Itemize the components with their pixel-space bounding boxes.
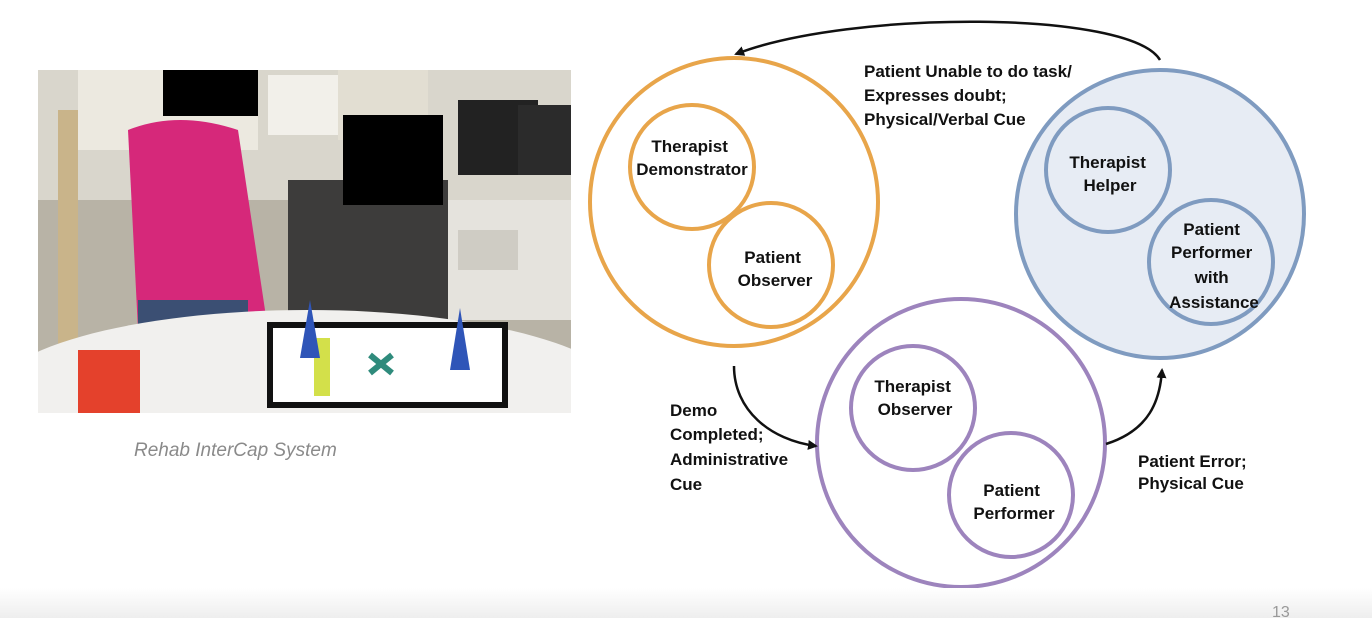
- patient-observer-label-2: Observer: [738, 271, 813, 290]
- transition-label-error-1: Patient Error;: [1138, 452, 1247, 471]
- patient-performer-assistance-label-4: Assistance: [1169, 293, 1259, 312]
- svg-text:Demo Completed; Admini: Demo Completed; Administrative Cue: [670, 401, 793, 494]
- transition-label-unable-1: Patient Unable to do task/: [864, 62, 1072, 81]
- therapist-helper-label-2: Helper: [1084, 176, 1137, 195]
- svg-text:Therapist Observer: Therapist Observer: [874, 377, 955, 419]
- patient-performer-assistance-label-3: with: [1194, 268, 1229, 287]
- patient-performer-assistance-label-2: Performer: [1171, 243, 1253, 262]
- footer-strip: [0, 588, 1372, 618]
- patient-performer-assistance-role: [1147, 198, 1275, 326]
- demonstration-state: [588, 56, 880, 348]
- therapist-demonstrator-role: [628, 103, 756, 231]
- therapist-demonstrator-label-1: Therapist: [651, 137, 728, 156]
- svg-text:Therapist Demonstrator: Therapist Demonstrator: [636, 137, 748, 179]
- patient-performer-label-2: Performer: [973, 504, 1055, 523]
- therapist-helper-role: [1044, 106, 1172, 234]
- transition-arrow-demonstration-to-performance: [732, 365, 818, 450]
- patient-performer-role: [947, 431, 1075, 559]
- assistance-state: [1014, 68, 1306, 360]
- patient-performer-label-1: Patient: [983, 481, 1040, 500]
- transition-label-demo-4: Cue: [670, 475, 702, 494]
- therapist-helper-label-1: Therapist: [1069, 153, 1146, 172]
- transition-label-demo-3: Administrative: [670, 450, 788, 469]
- transition-label-demo-2: Completed;: [670, 425, 764, 444]
- photo-caption: Rehab InterCap System: [134, 440, 337, 461]
- patient-performer-assistance-label-1: Patient: [1183, 220, 1240, 239]
- transition-label-unable-2: Expresses doubt;: [864, 86, 1007, 105]
- transition-arrow-assistance-to-demonstration: [734, 20, 1162, 61]
- therapist-observer-label-2: Observer: [878, 400, 953, 419]
- rehab-photo: [38, 70, 571, 413]
- therapist-observer-label-1: Therapist: [874, 377, 951, 396]
- patient-observer-label-1: Patient: [744, 248, 801, 267]
- transition-arrow-performance-to-assistance: [1105, 368, 1167, 446]
- svg-text:Therapist Helper: Therapist Helper: [1069, 153, 1150, 195]
- therapist-demonstrator-label-2: Demonstrator: [636, 160, 748, 179]
- svg-text:Patient Error; Physical Cu: Patient Error; Physical Cue: [1138, 452, 1251, 493]
- transition-label-error-2: Physical Cue: [1138, 474, 1244, 493]
- svg-text:Patient Performer: Patient Performer: [973, 481, 1055, 523]
- patient-observer-role: [707, 201, 835, 329]
- svg-text:Patient Performer with: Patient Performer with Assistance: [1169, 220, 1259, 312]
- therapist-observer-role: [849, 344, 977, 472]
- page-number: 13: [1272, 604, 1290, 621]
- transition-label-demo-1: Demo: [670, 401, 717, 420]
- svg-text:Patient Unable to do task/: Patient Unable to do task/ Expresses dou…: [864, 62, 1077, 129]
- transition-label-unable-3: Physical/Verbal Cue: [864, 110, 1026, 129]
- svg-text:Patient Observer: Patient Observer: [738, 248, 813, 290]
